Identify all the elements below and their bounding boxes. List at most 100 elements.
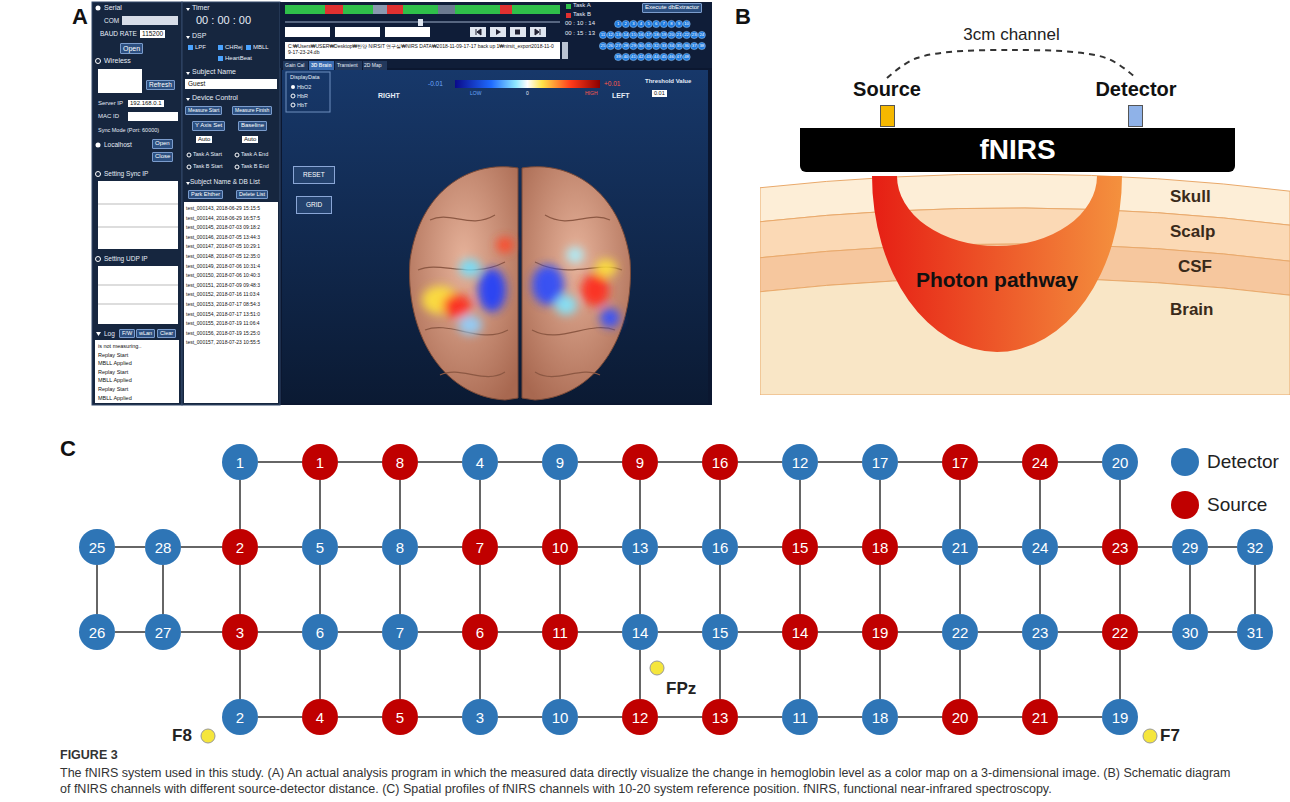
channel-number: 45 [661,55,666,59]
node-text: 4 [316,709,324,726]
software-screenshot [98,304,178,305]
software-screenshot [98,285,178,286]
figure-label: Localhost [104,141,132,149]
channel-line [181,631,222,633]
channel-grid [637,42,644,49]
node-text: 26 [89,624,106,641]
edge-label: 3cm channel [959,25,1063,45]
node-text: 20 [952,709,969,726]
photon-path: Photon pathway [872,176,1122,352]
channel-optode: 27 [145,614,181,650]
node-text: 7 [396,624,404,641]
figure-label: B [735,4,751,30]
channel-optode: 7 [462,529,498,565]
software-screenshot [282,70,708,403]
channel-line [1058,461,1102,463]
figure-label: F8 [172,726,192,746]
channel-line [498,631,542,633]
brain-illustration [422,237,620,335]
channel-optode: 21 [1022,699,1058,735]
channel-number: 37 [692,44,697,48]
node-text: 17 [952,454,969,471]
software-screenshot [98,69,142,93]
channel-line [738,546,782,548]
channel-line [115,546,145,548]
channel-grid [668,53,675,60]
node-text: 19 [872,624,889,641]
node-text: 14 [792,624,809,641]
channel-line [978,716,1022,718]
head-layers [760,174,1290,395]
channel-line [1208,546,1237,548]
software-screenshot [387,5,403,14]
channel-grid [683,42,690,49]
channel-line [418,631,462,633]
figure-label: Refresh [146,80,175,90]
channel-line [399,565,401,614]
channel-line [578,546,622,548]
node-text: 2 [236,709,244,726]
figure-label: Transient [337,62,358,68]
software-screenshot [235,165,239,169]
channel-optode: 32 [1237,529,1273,565]
software-screenshot [363,61,387,70]
brain-illustration [566,247,584,263]
software-screenshot [96,172,101,177]
channel-line [319,480,321,529]
brain-illustration [496,237,514,253]
figure-label: Replay Start [98,369,128,376]
node-text: 18 [872,539,889,556]
node-text: 24 [1032,454,1049,471]
figure-label: test_000146, 2018-07-05 13:44:3 [186,234,260,240]
figure-label: DSP [192,32,206,40]
channel-grid [698,42,705,49]
channel-optode: 4 [462,444,498,480]
channel-line [258,716,302,718]
node-text: 19 [1112,709,1129,726]
channel-line [498,716,542,718]
channel-grid [607,31,614,38]
brain-illustration [600,308,620,328]
figure-label: Setting Sync IP [104,170,148,178]
channel-optode: 6 [462,614,498,650]
figure-label: Skull [1170,187,1211,207]
channel-grid [599,42,606,49]
software-screenshot [285,5,325,14]
figure-label: Replay Start [98,386,128,393]
software-screenshot [496,29,501,35]
software-screenshot [566,13,571,18]
figure-label: 3D Brain [311,62,332,68]
figure-label: HIGH [585,90,598,96]
node-text: 10 [552,709,569,726]
software-screenshot [98,181,178,249]
channel-grid [660,53,667,60]
channel-number: 39 [616,55,621,59]
software-screenshot [184,202,278,403]
optode-square [1128,105,1143,127]
channel-grid [675,53,682,60]
node-text: 4 [476,454,484,471]
figure-label: test_000155, 2018-07-19 11:06:4 [186,320,260,326]
legend-text: Source [1207,494,1267,516]
node-text: 13 [632,539,649,556]
channel-optode: 15 [782,529,818,565]
figure-label: Task B End [241,163,269,170]
channel-line [1189,565,1191,614]
channel-grid [622,20,629,27]
channel-number: 16 [639,33,644,37]
channel-number: 18 [654,33,659,37]
figure-label: Task B [573,11,591,18]
channel-line [639,650,641,699]
node-text: 3 [236,624,244,641]
channel-number: 7 [663,22,665,26]
channel-grid [660,31,667,38]
software-screenshot [512,5,560,14]
channel-grid [668,42,675,49]
figure-label: MBLL [253,44,269,51]
channel-line [658,631,702,633]
figure-label: Task B Start [193,163,223,170]
software-screenshot [182,2,280,405]
figure-label: test_000148, 2018-07-05 12:35:0 [186,253,260,259]
figure-label: Task A Start [193,151,222,158]
